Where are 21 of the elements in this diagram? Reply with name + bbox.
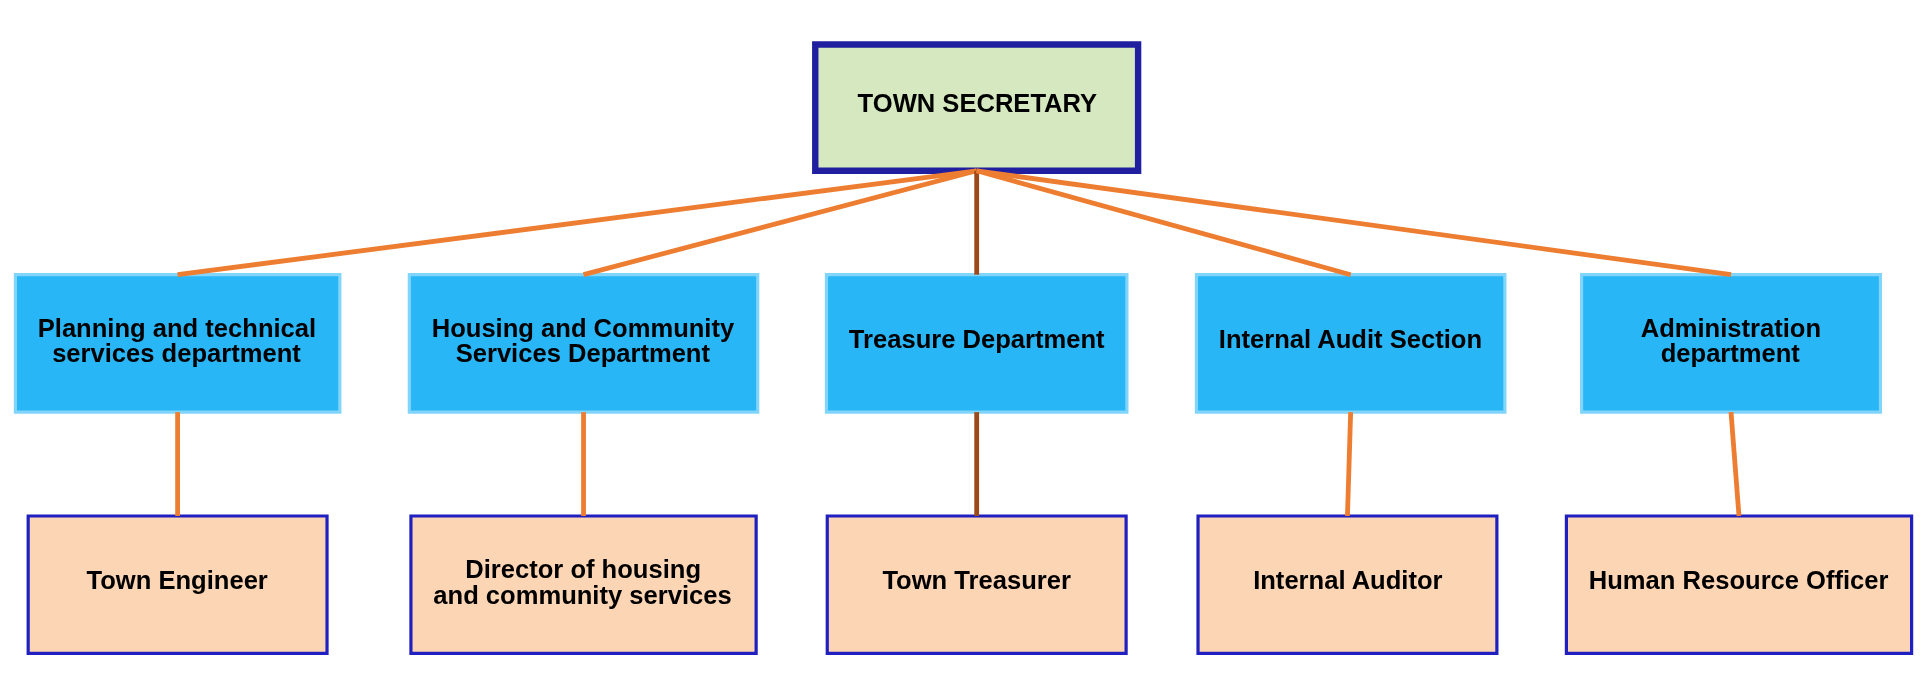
connector xyxy=(975,168,1351,277)
node-box: Housing and Community Services Department xyxy=(407,272,759,414)
connector xyxy=(975,167,1731,277)
connector xyxy=(176,167,977,277)
node-box: Administration department xyxy=(1579,272,1882,414)
connector xyxy=(973,411,979,516)
node-box: Internal Auditor xyxy=(1195,513,1498,655)
node-box: Human Resource Officer xyxy=(1564,513,1913,655)
connector xyxy=(582,168,977,277)
node-box: Town Treasurer xyxy=(825,513,1128,655)
node-box: Internal Audit Section xyxy=(1194,272,1506,414)
node-box: Town Engineer xyxy=(26,513,329,655)
node-box: Director of housing and community services xyxy=(408,513,758,655)
connector xyxy=(174,411,180,516)
connector xyxy=(580,411,586,516)
connector xyxy=(1728,411,1741,516)
node-box: Planning and technical services department xyxy=(13,272,341,414)
node-box: TOWN SECRETARY xyxy=(811,40,1141,174)
connector xyxy=(973,170,979,275)
node-box: Treasure Department xyxy=(824,272,1128,414)
connector xyxy=(1344,411,1353,516)
